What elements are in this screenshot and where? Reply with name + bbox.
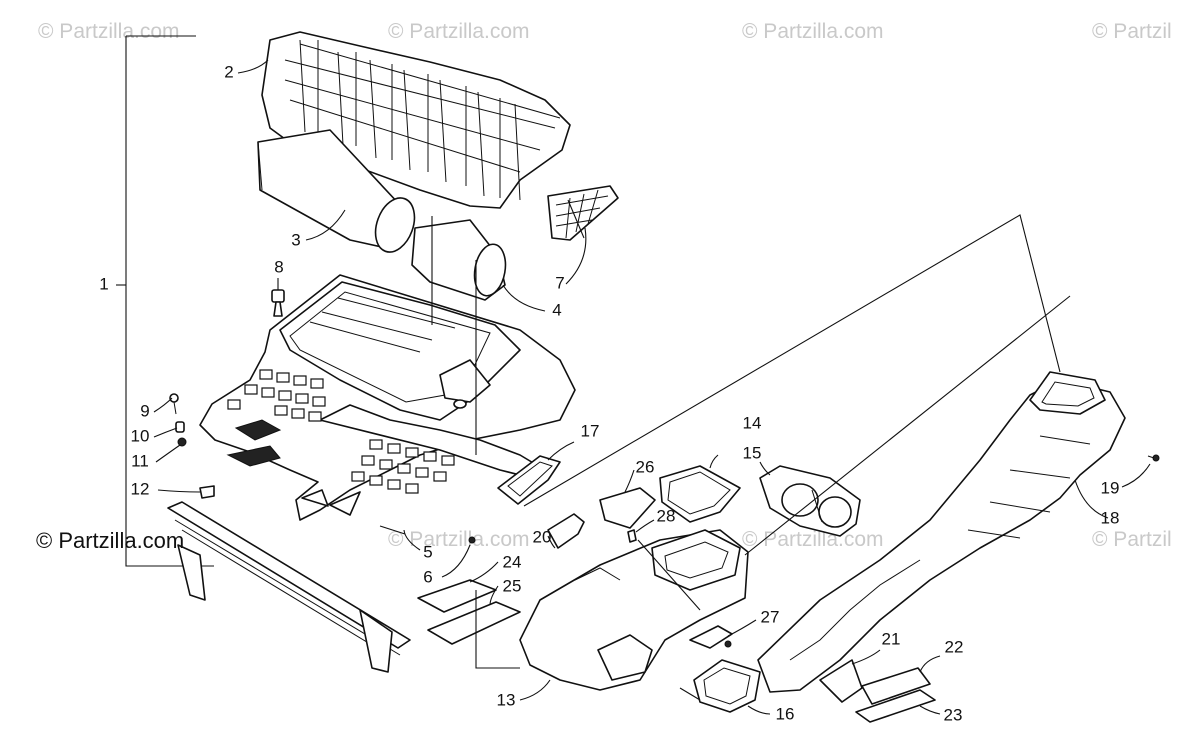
callout-22: 22 (945, 637, 964, 656)
callout-7: 7 (555, 273, 564, 292)
part-25-pad (427, 601, 521, 645)
part-14-gasket (659, 465, 741, 523)
part-18-long-duct (757, 371, 1126, 693)
part-16-duct-ring (693, 659, 761, 713)
callout-23: 23 (944, 705, 963, 724)
callout-13: 13 (497, 690, 516, 709)
part-15-grille (759, 465, 861, 537)
callout-28: 28 (657, 506, 676, 525)
part-13-intake-housing (519, 529, 749, 691)
watermark-top-1: © Partzilla.com (38, 20, 180, 43)
callout-27: 27 (761, 607, 780, 626)
part-4-intake-tube (411, 219, 507, 301)
callout-2: 2 (224, 62, 233, 81)
callout-5: 5 (423, 542, 432, 561)
callout-10: 10 (131, 426, 150, 445)
part-19-screw (1147, 454, 1160, 462)
part-7-grille (547, 185, 619, 241)
callout-6: 6 (423, 567, 432, 586)
callout-11: 11 (131, 451, 149, 470)
part-8-plug (271, 289, 285, 317)
callout-9: 9 (140, 401, 149, 420)
base-vent-cells (227, 369, 455, 494)
callout-17: 17 (581, 421, 600, 440)
watermark-top-4: © Partzil (1092, 20, 1172, 43)
part-27-bracket (689, 625, 733, 649)
part-21-pad (819, 659, 863, 703)
callout-1: 1 (99, 274, 108, 293)
callout-18: 18 (1101, 508, 1120, 527)
callout-20: 20 (533, 527, 552, 546)
callout-16: 16 (776, 704, 795, 723)
part-23-pad (855, 689, 936, 723)
watermark-bottom-3: © Partzilla.com (742, 528, 884, 551)
callout-15: 15 (743, 443, 762, 462)
watermark-top-2: © Partzilla.com (388, 20, 530, 43)
reference-lines (431, 199, 1071, 701)
callout-4: 4 (552, 300, 561, 319)
part-22-pad (861, 667, 931, 705)
part-3-intake-tube (257, 129, 416, 253)
callout-21: 21 (882, 629, 901, 648)
part-20-clip (547, 513, 585, 549)
callout-14: 14 (743, 413, 762, 432)
callout-12: 12 (131, 479, 150, 498)
part-5-6-fasteners (379, 525, 476, 544)
part-28-pin (627, 529, 637, 543)
frame-rail (167, 501, 411, 673)
callout-26: 26 (636, 457, 655, 476)
watermark-top-3: © Partzilla.com (742, 20, 884, 43)
callout-25: 25 (503, 576, 522, 595)
callout-labels: 1 2 3 4 5 6 7 8 9 10 11 12 13 14 15 16 1… (99, 62, 1119, 724)
brand-watermark: © Partzilla.com (36, 528, 185, 553)
callout-leaders (153, 59, 1151, 715)
airbox-base-assembly (199, 274, 576, 521)
part-17-duct (497, 455, 561, 505)
callout-19: 19 (1101, 478, 1120, 497)
part-26-plate (599, 487, 656, 529)
callout-3: 3 (291, 230, 300, 249)
callout-24: 24 (503, 552, 522, 571)
hardware-stack (169, 393, 215, 499)
watermark-bottom-2: © Partzilla.com (388, 528, 530, 551)
callout-8: 8 (274, 257, 283, 276)
watermark-bottom-4: © Partzil (1092, 528, 1172, 551)
